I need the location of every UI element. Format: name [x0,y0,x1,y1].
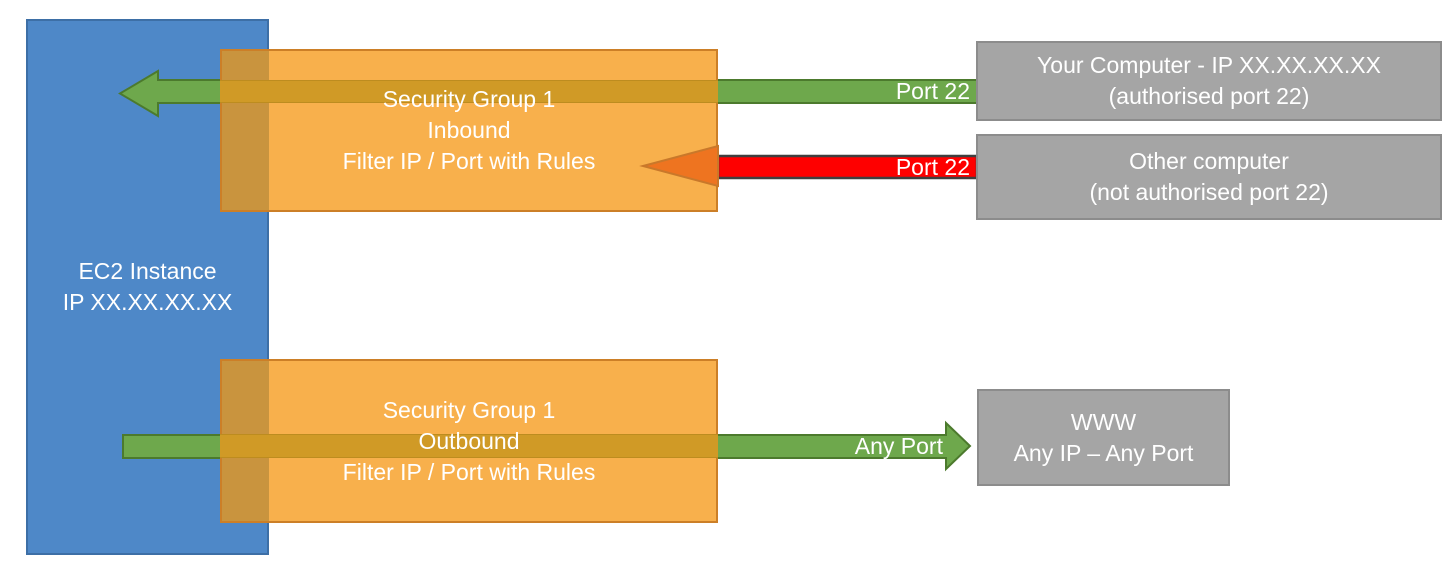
inbound-sg-direction: Inbound [427,117,511,143]
other-computer-auth: (not authorised port 22) [1089,179,1329,205]
inbound-sg-title: Security Group 1 [382,86,556,112]
www-detail: Any IP – Any Port [1013,439,1194,466]
other-computer-label: Other computer [1129,148,1289,174]
other-computer-box: Other computer (not authorised port 22) [976,134,1442,220]
security-group-inbound-text: Security Group 1 Inbound Filter IP / Por… [220,49,718,212]
outbound-sg-title: Security Group 1 [382,396,556,423]
inbound-blocked-port-label: Port 22 [895,153,970,180]
inbound-allowed-port-label: Port 22 [895,78,970,104]
www-label: WWW [1070,408,1137,435]
ec2-instance-label: EC2 Instance [78,258,217,284]
www-box: WWW Any IP – Any Port [977,389,1230,486]
outbound-sg-rule: Filter IP / Port with Rules [342,458,596,485]
your-computer-label: Your Computer - IP XX.XX.XX.XX [1037,52,1381,78]
your-computer-auth: (authorised port 22) [1108,83,1310,109]
security-group-outbound-text: Security Group 1 Outbound Filter IP / Po… [220,359,718,523]
outbound-port-label: Any Port [854,433,943,459]
outbound-sg-direction: Outbound [418,427,520,454]
inbound-sg-rule: Filter IP / Port with Rules [342,148,596,174]
your-computer-box: Your Computer - IP XX.XX.XX.XX (authoris… [976,41,1442,121]
ec2-instance-ip: IP XX.XX.XX.XX [62,289,233,315]
